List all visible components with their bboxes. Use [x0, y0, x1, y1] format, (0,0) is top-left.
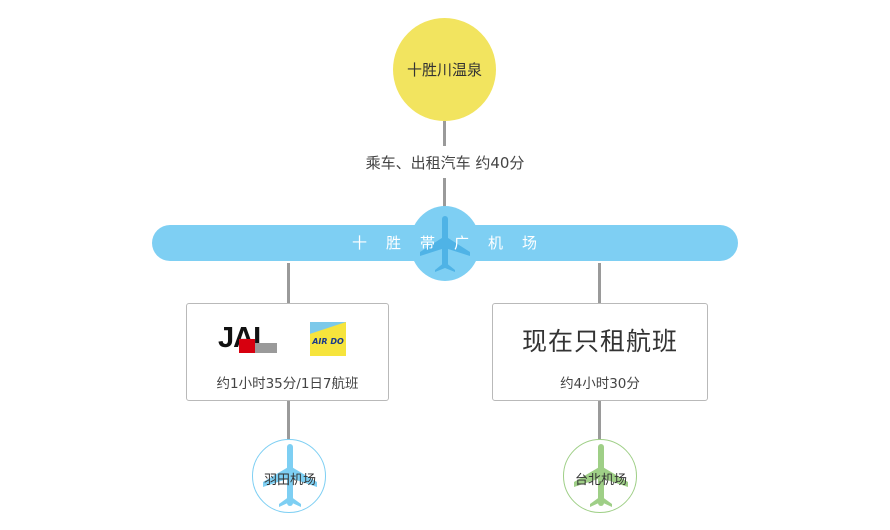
connector-line-left-top — [287, 263, 290, 303]
connector-line-mid — [443, 178, 446, 208]
airplane-icon — [574, 444, 628, 507]
haneda-airport-label: 羽田机场 — [263, 473, 316, 488]
charter-title: 现在只租航班 — [521, 327, 678, 356]
haneda-route-info: 约1小时35分/1日7航班 — [216, 376, 359, 392]
destination-circle: 十胜川温泉 — [393, 18, 496, 121]
connector-line-right-bottom — [598, 401, 601, 439]
airplane-icon — [420, 216, 470, 272]
airdo-logo: AIR DO — [310, 322, 346, 356]
airdo-logo-text: AIR DO — [312, 337, 344, 346]
taipei-airport-circle: 台北机场 — [563, 439, 637, 513]
hub-airplane-circle — [410, 206, 480, 281]
connector-line-right-top — [598, 263, 601, 303]
hub-airport-label: 十胜帯广机场 — [351, 234, 556, 252]
jal-logo: JAL — [218, 322, 277, 354]
transfer-label: 乘车、出租汽车 约40分 — [365, 154, 525, 172]
haneda-airport-circle: 羽田机场 — [252, 439, 326, 513]
route-box-taipei — [492, 303, 708, 401]
taipei-airport-label: 台北机场 — [574, 473, 627, 488]
connector-line-left-bottom — [287, 401, 290, 439]
connector-line-top — [443, 121, 446, 146]
destination-label: 十胜川温泉 — [406, 61, 482, 79]
airplane-icon — [263, 444, 317, 507]
route-box-haneda — [186, 303, 389, 401]
taipei-route-info: 约4小时30分 — [560, 376, 640, 392]
